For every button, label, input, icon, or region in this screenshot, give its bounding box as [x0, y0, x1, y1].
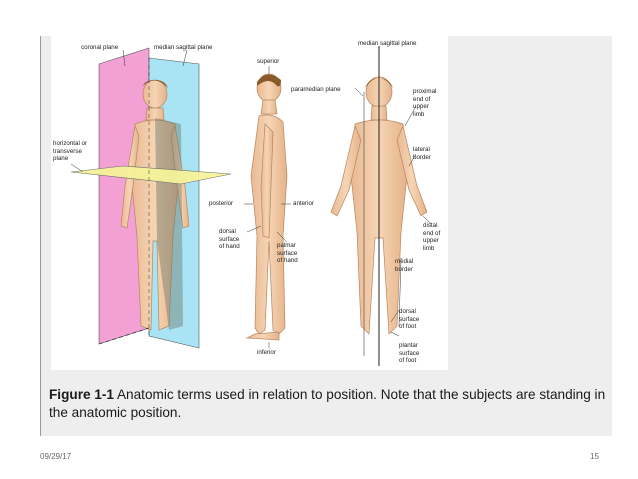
figure-2-body — [245, 73, 288, 341]
figure-2-hair — [257, 74, 281, 87]
label-medial-border: medial border — [395, 258, 414, 273]
label-posterior: posterior — [209, 200, 234, 207]
footer-date: 09/29/17 — [40, 452, 72, 461]
page-number: 15 — [590, 452, 599, 461]
label-paramedian-plane: paramedian plane — [291, 86, 341, 93]
figure-3-hair — [365, 78, 393, 88]
label-superior: superior — [257, 58, 280, 65]
label-dorsal-surface-foot: dorsal surface of foot — [399, 308, 420, 330]
caption-figure-number: Figure 1-1 — [49, 387, 114, 402]
figure-caption: Figure 1-1 Anatomic terms used in relati… — [49, 386, 609, 421]
label-proximal-end: proximal end of upper limb — [413, 88, 437, 118]
label-median-sagittal-plane-right: median sagittal plane — [358, 40, 417, 47]
label-lateral-border: lateral border — [413, 146, 431, 161]
anatomy-illustration — [70, 46, 432, 366]
transverse-plane — [70, 165, 232, 185]
label-anterior: anterior — [293, 200, 314, 207]
left-rule — [40, 36, 41, 436]
label-distal-end: distal end of upper limb — [423, 222, 441, 252]
label-palmar-surface-hand: palmar surface of hand — [277, 242, 298, 264]
caption-text: Anatomic terms used in relation to posit… — [49, 387, 606, 420]
figure-panel: coronal plane median sagittal plane hori… — [41, 36, 612, 436]
label-coronal-plane: coronal plane — [81, 44, 119, 51]
figure-1-hair — [143, 80, 168, 88]
figure-image: coronal plane median sagittal plane hori… — [51, 36, 448, 370]
label-plantar-surface-foot: plantar surface of foot — [399, 342, 420, 364]
label-dorsal-surface-hand: dorsal surface of hand — [219, 228, 240, 250]
label-inferior: inferior — [257, 349, 276, 356]
label-horizontal-plane: horizontal or transverse plane — [53, 140, 88, 162]
label-median-sagittal-plane-left: median sagittal plane — [154, 44, 213, 51]
